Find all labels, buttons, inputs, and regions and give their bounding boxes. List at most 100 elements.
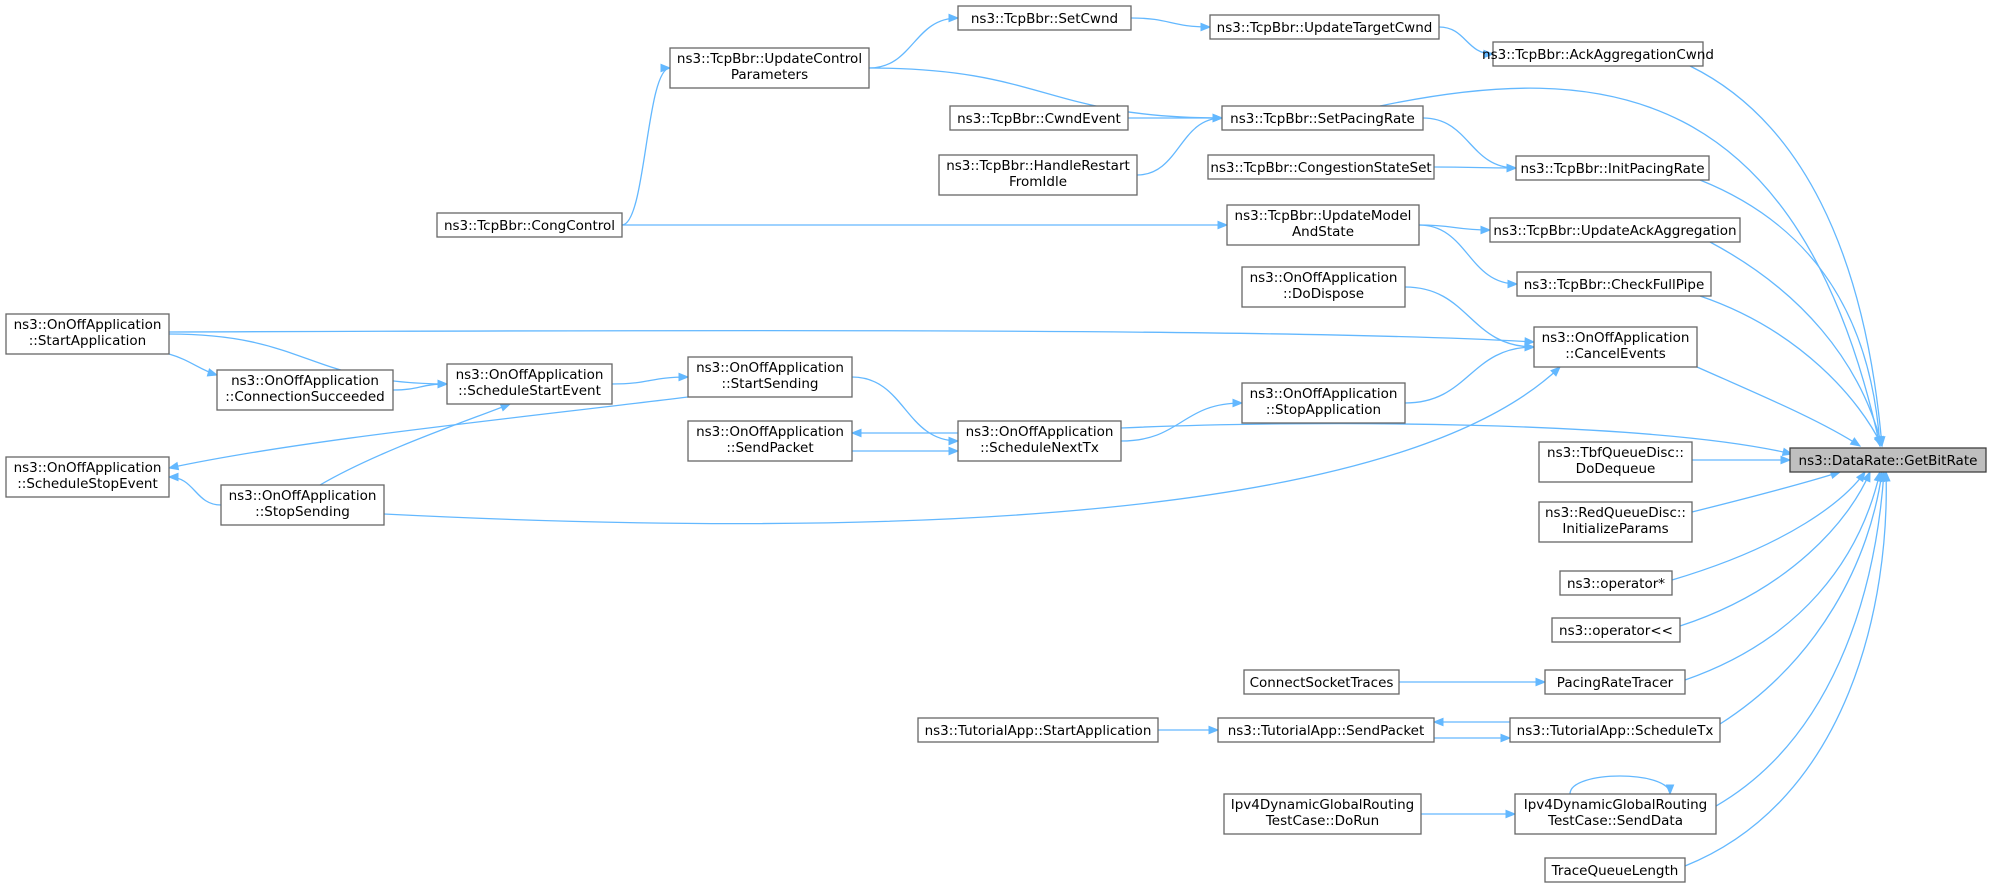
- node-label-line: Ipv4DynamicGlobalRouting: [1524, 797, 1708, 813]
- node-onoffapplication-stopsending[interactable]: ns3::OnOffApplication::StopSending: [220, 484, 385, 526]
- node-connectsockettraces[interactable]: ConnectSocketTraces: [1243, 669, 1400, 695]
- node-operator-star[interactable]: ns3::operator*: [1559, 570, 1673, 596]
- edge-tcpbbr-setpacingrate-to-tcpbbr-initpacingrate: [1422, 117, 1518, 173]
- node-box: [216, 369, 394, 411]
- arrowhead: [1432, 717, 1444, 727]
- nodes-layer: ns3::DataRate::GetBitRate ns3::TcpBbr::Se…: [5, 5, 1987, 883]
- edge-path: [1569, 775, 1671, 795]
- edge-tcpbbr-ackaggregationcwnd-to-datarate-getbitrate: [1689, 65, 1886, 448]
- edge-path: [1136, 117, 1223, 176]
- edge-path: [1130, 17, 1211, 28]
- node-onoffapplication-startapplication[interactable]: ns3::OnOffApplication::StartApplication: [5, 313, 170, 355]
- edge-tbfqueuedisc-dodequeue-to-datarate-getbitrate: [1692, 455, 1792, 465]
- node-label-line: ::StopSending: [255, 504, 350, 520]
- node-label-line: ns3::OnOffApplication: [229, 488, 377, 504]
- edge-path: [1433, 166, 1517, 169]
- node-label-line: ns3::TcpBbr::AckAggregationCwnd: [1482, 47, 1714, 63]
- node-label-line: ns3::OnOffApplication: [696, 424, 844, 440]
- node-label-line: ns3::TcpBbr::UpdateAckAggregation: [1493, 223, 1736, 239]
- node-tbfqueuedisc-dodequeue[interactable]: ns3::TbfQueueDisc::DoDequeue: [1538, 441, 1693, 483]
- edge-ipv4dynamicglobalrouting-senddata-to-ipv4dynamicglobalrouting-senddata: [1569, 775, 1675, 796]
- node-tracequeuelength[interactable]: TraceQueueLength: [1544, 857, 1686, 883]
- node-onoffapplication-schedulestopevent[interactable]: ns3::OnOffApplication::ScheduleStopEvent: [5, 456, 170, 498]
- arrowhead: [1862, 470, 1871, 483]
- node-onoffapplication-schedulenexttx[interactable]: ns3::OnOffApplication::ScheduleNextTx: [957, 420, 1122, 462]
- node-box: [949, 105, 1129, 131]
- node-tcpbbr-setcwnd[interactable]: ns3::TcpBbr::SetCwnd: [957, 5, 1132, 31]
- node-onoffapplication-startsending[interactable]: ns3::OnOffApplication::StartSending: [687, 356, 853, 398]
- node-box: [1221, 105, 1424, 131]
- node-label-line: ns3::TutorialApp::ScheduleTx: [1517, 723, 1714, 739]
- edge-tcpbbr-setcwnd-to-tcpbbr-updatetargetcwnd: [1130, 17, 1212, 32]
- node-onoffapplication-sendpacket[interactable]: ns3::OnOffApplication::SendPacket: [687, 420, 853, 462]
- node-box: [669, 47, 870, 89]
- node-box: [5, 456, 170, 498]
- node-label-line: TestCase::SendData: [1547, 813, 1683, 829]
- arrowhead: [660, 63, 672, 73]
- node-label-line: Parameters: [731, 67, 808, 83]
- node-onoffapplication-connectionsucceeded[interactable]: ns3::OnOffApplication::ConnectionSucceed…: [216, 369, 394, 411]
- node-box: [687, 420, 853, 462]
- node-tcpbbr-checkfullpipe[interactable]: ns3::TcpBbr::CheckFullPipe: [1516, 271, 1712, 297]
- edge-path: [1684, 471, 1887, 867]
- node-tcpbbr-initpacingrate[interactable]: ns3::TcpBbr::InitPacingRate: [1515, 155, 1710, 181]
- node-operator-shift[interactable]: ns3::operator<<: [1551, 617, 1681, 643]
- edge-onoffapplication-stopsending-to-onoffapplication-cancelevents: [383, 366, 1561, 525]
- node-onoffapplication-stopapplication[interactable]: ns3::OnOffApplication::StopApplication: [1241, 382, 1406, 424]
- edge-tcpbbr-handlerestartfromidle-to-tcpbbr-setpacingrate: [1136, 113, 1224, 176]
- arrowhead: [1507, 279, 1519, 289]
- edge-path: [851, 376, 959, 442]
- node-label-line: ns3::operator<<: [1559, 623, 1673, 639]
- arrowhead: [167, 461, 180, 471]
- node-tcpbbr-cwndevent[interactable]: ns3::TcpBbr::CwndEvent: [949, 105, 1129, 131]
- node-onoffapplication-cancelevents[interactable]: ns3::OnOffApplication::CancelEvents: [1533, 326, 1698, 368]
- node-tcpbbr-congcontrol[interactable]: ns3::TcpBbr::CongControl: [436, 212, 623, 238]
- edge-path: [168, 396, 689, 469]
- edge-path: [1699, 295, 1883, 447]
- arrowhead: [1232, 398, 1244, 408]
- node-box: [1223, 793, 1422, 835]
- node-tcpbbr-updatetargetcwnd[interactable]: ns3::TcpBbr::UpdateTargetCwnd: [1209, 14, 1440, 40]
- edge-onoffapplication-startsending-to-onoffapplication-schedulenexttx: [851, 376, 960, 446]
- node-label-line: ::StopApplication: [1266, 402, 1381, 418]
- edge-tcpbbr-congcontrol-to-tcpbbr-updatemodelandstate: [622, 220, 1229, 230]
- edge-path: [1715, 471, 1885, 807]
- node-datarate-getbitrate[interactable]: ns3::DataRate::GetBitRate: [1789, 447, 1987, 473]
- node-tcpbbr-updateackaggregation[interactable]: ns3::TcpBbr::UpdateAckAggregation: [1489, 217, 1741, 243]
- node-label-line: ::StartSending: [722, 376, 819, 392]
- node-label-line: ns3::TcpBbr::UpdateControl: [677, 51, 862, 67]
- node-tcpbbr-setpacingrate[interactable]: ns3::TcpBbr::SetPacingRate: [1221, 105, 1424, 131]
- edge-onoffapplication-connectionsucceeded-to-onoffapplication-schedulestartevent: [392, 379, 449, 391]
- node-tutorialapp-scheduletx[interactable]: ns3::TutorialApp::ScheduleTx: [1509, 717, 1721, 743]
- edge-tcpbbr-updatetargetcwnd-to-tcpbbr-ackaggregationcwnd: [1438, 26, 1495, 59]
- node-label-line: ns3::TcpBbr::UpdateTargetCwnd: [1217, 20, 1433, 36]
- node-box: [957, 420, 1122, 462]
- node-label-line: ::ScheduleStartEvent: [458, 383, 601, 399]
- arrowhead: [1873, 435, 1883, 448]
- node-box: [220, 484, 385, 526]
- node-tutorialapp-startapplication[interactable]: ns3::TutorialApp::StartApplication: [917, 717, 1159, 743]
- node-onoffapplication-schedulestartevent[interactable]: ns3::OnOffApplication::ScheduleStartEven…: [446, 363, 613, 405]
- edge-path: [168, 476, 222, 506]
- node-tcpbbr-ackaggregationcwnd[interactable]: ns3::TcpBbr::AckAggregationCwnd: [1482, 41, 1714, 67]
- node-redqueuedisc-initializeparams[interactable]: ns3::RedQueueDisc::InitializeParams: [1538, 501, 1693, 543]
- node-pacingratetracer[interactable]: PacingRateTracer: [1544, 669, 1686, 695]
- node-tcpbbr-congestionstateset[interactable]: ns3::TcpBbr::CongestionStateSet: [1207, 154, 1435, 180]
- edge-path: [1379, 87, 1881, 447]
- arrowhead: [678, 372, 690, 382]
- node-tutorialapp-sendpacket[interactable]: ns3::TutorialApp::SendPacket: [1217, 717, 1435, 743]
- node-onoffapplication-dodispose[interactable]: ns3::OnOffApplication::DoDispose: [1241, 266, 1406, 308]
- edge-onoffapplication-schedulenexttx-to-onoffapplication-sendpacket: [850, 428, 958, 438]
- node-box: [1538, 501, 1693, 543]
- node-label-line: ns3::OnOffApplication: [231, 373, 379, 389]
- arrowhead: [1665, 784, 1675, 796]
- edge-path: [1709, 241, 1883, 447]
- edge-ipv4dynamicglobalrouting-dorun-to-ipv4dynamicglobalrouting-senddata: [1420, 809, 1517, 819]
- node-ipv4dynamicglobalrouting-senddata[interactable]: Ipv4DynamicGlobalRoutingTestCase::SendDa…: [1514, 793, 1717, 835]
- node-label-line: FromIdle: [1009, 174, 1067, 190]
- node-label-line: ns3::TcpBbr::InitPacingRate: [1520, 161, 1704, 177]
